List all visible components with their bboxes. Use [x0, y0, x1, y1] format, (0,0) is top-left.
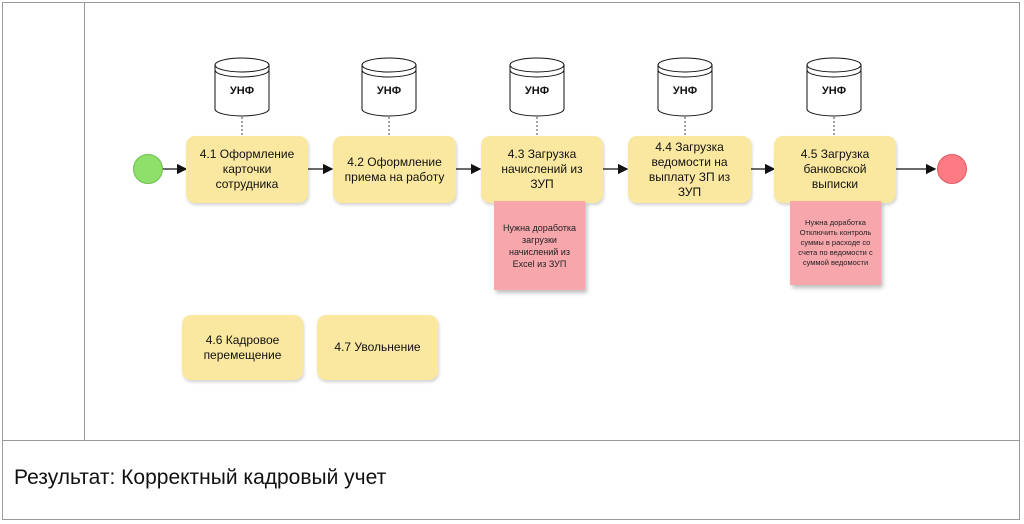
lane-divider-vertical	[84, 2, 85, 440]
database-unf-5: УНФ	[806, 57, 862, 117]
database-label: УНФ	[524, 85, 550, 97]
task-4-5[interactable]: 4.5 Загрузка банковской выписки	[774, 136, 896, 203]
database-icon	[509, 57, 565, 117]
note-4-3: Нужна доработка загрузки начислений из E…	[494, 201, 585, 290]
database-icon	[361, 57, 417, 117]
task-4-7[interactable]: 4.7 Увольнение	[317, 315, 438, 380]
task-4-2[interactable]: 4.2 Оформление приема на работу	[333, 136, 456, 203]
task-4-3[interactable]: 4.3 Загрузка начислений из ЗУП	[481, 136, 603, 203]
task-4-6[interactable]: 4.6 Кадровое перемещение	[182, 315, 303, 380]
database-unf-4: УНФ	[657, 57, 713, 117]
database-icon	[214, 57, 270, 117]
database-unf-3: УНФ	[509, 57, 565, 117]
task-4-1[interactable]: 4.1 Оформление карточки сотрудника	[186, 136, 308, 203]
database-unf-2: УНФ	[361, 57, 417, 117]
task-4-4[interactable]: 4.4 Загрузка ведомости на выплату ЗП из …	[628, 136, 751, 203]
start-event[interactable]	[133, 154, 163, 184]
lane-divider-horizontal	[2, 440, 1020, 441]
database-label: УНФ	[672, 85, 698, 97]
database-unf-1: УНФ	[214, 57, 270, 117]
database-icon	[657, 57, 713, 117]
result-text: Результат: Корректный кадровый учет	[14, 466, 387, 489]
database-icon	[806, 57, 862, 117]
database-label: УНФ	[229, 85, 255, 97]
database-label: УНФ	[376, 85, 402, 97]
end-event[interactable]	[937, 154, 967, 184]
database-label: УНФ	[821, 85, 847, 97]
note-4-5: Нужна доработка Отключить контроль суммы…	[790, 201, 881, 285]
